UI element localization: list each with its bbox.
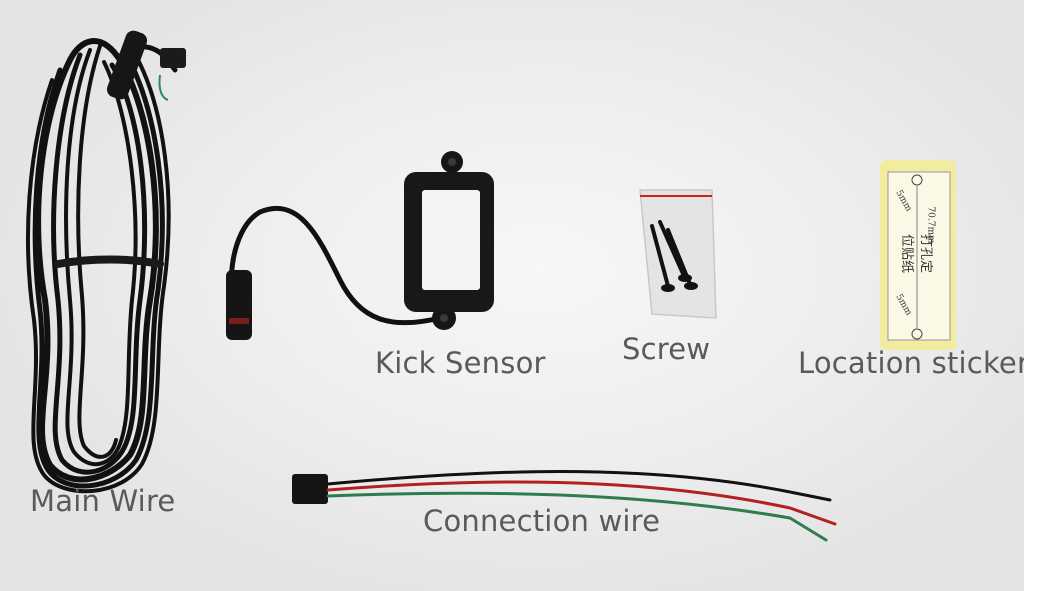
kick-sensor-device <box>226 151 494 340</box>
connection-wire <box>292 470 837 542</box>
label-kick-sensor: Kick Sensor <box>375 346 546 380</box>
sticker-dim-top: 70.7mm <box>925 206 936 244</box>
screw-bag <box>639 189 717 319</box>
label-connection-wire: Connection wire <box>423 504 661 538</box>
label-main-wire: Main Wire <box>30 484 176 518</box>
main-wire-coil <box>26 38 178 494</box>
label-screw: Screw <box>622 332 711 366</box>
location-sticker <box>880 160 956 350</box>
label-location-sticker: Location sticker <box>798 346 1030 380</box>
main-wire-connector <box>106 30 186 101</box>
